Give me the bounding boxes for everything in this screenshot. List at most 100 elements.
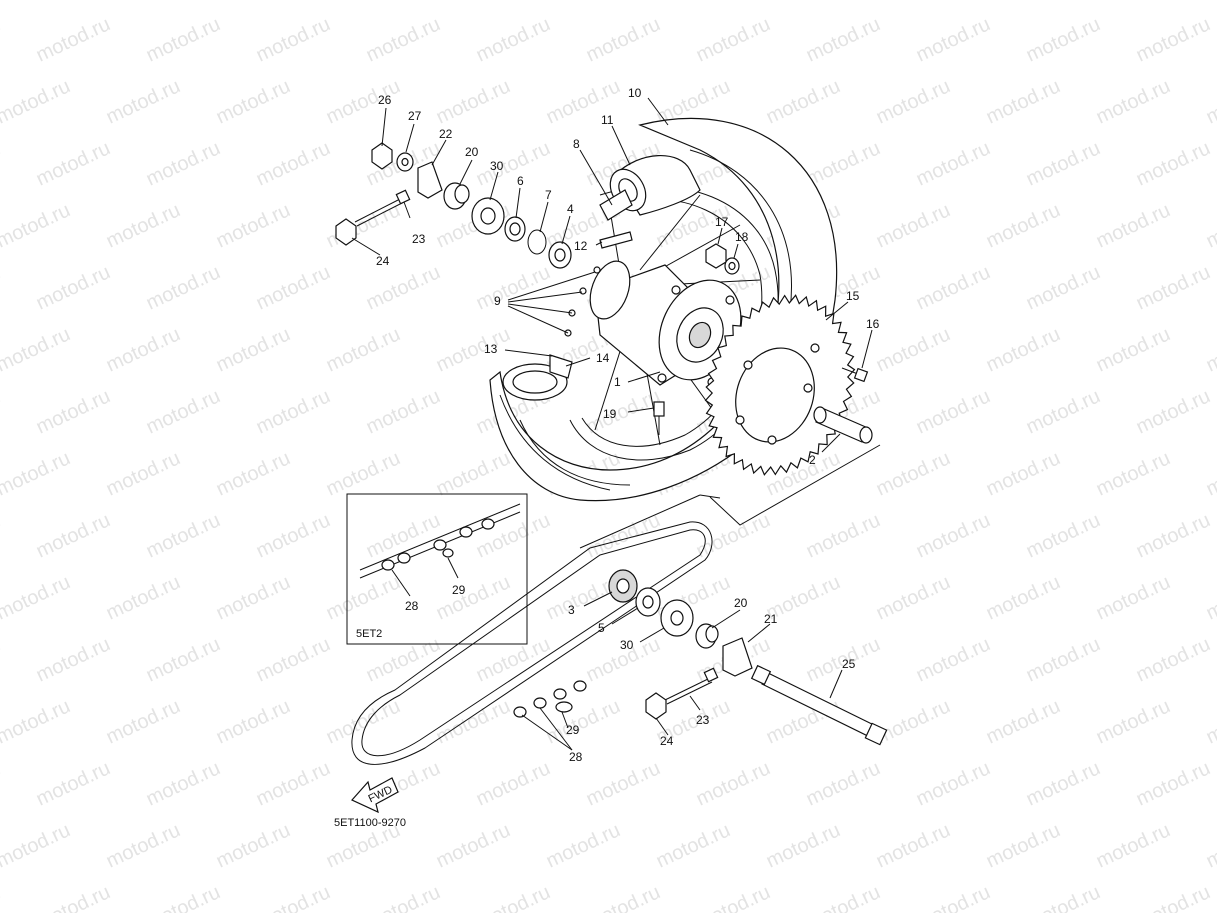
watermark-text: motod.ru bbox=[1133, 509, 1214, 562]
callout-28a: 28 bbox=[405, 599, 419, 613]
watermark-text: motod.ru bbox=[1093, 695, 1174, 748]
watermark-text: motod.ru bbox=[1093, 571, 1174, 624]
callout-10: 10 bbox=[628, 86, 642, 100]
watermark-text: motod.ru bbox=[103, 447, 184, 500]
watermark-text: motod.ru bbox=[1133, 137, 1214, 190]
watermark-text: motod.ru bbox=[103, 75, 184, 128]
watermark-text: motod.ru bbox=[433, 447, 514, 500]
callout-23a: 23 bbox=[412, 232, 426, 246]
watermark-text: motod.ru bbox=[983, 819, 1064, 872]
callout-9: 9 bbox=[494, 294, 501, 308]
watermark-text: motod.ru bbox=[323, 75, 404, 128]
watermark-text: motod.ru bbox=[1133, 633, 1214, 686]
watermark-text: motod.ru bbox=[1133, 757, 1214, 810]
watermark-text: motod.ru bbox=[0, 819, 74, 872]
watermark-text: motod.ru bbox=[0, 13, 4, 66]
callout-12: 12 bbox=[574, 239, 588, 253]
fwd-arrow-icon: FWD bbox=[351, 777, 399, 814]
callout-4: 4 bbox=[567, 202, 574, 216]
left-adjuster-bolt bbox=[335, 189, 411, 246]
watermark-text: motod.ru bbox=[143, 633, 224, 686]
right-axle-parts bbox=[608, 569, 888, 746]
watermark-text: motod.ru bbox=[1203, 199, 1217, 252]
watermark-text: motod.ru bbox=[913, 757, 994, 810]
watermark-text: motod.ru bbox=[253, 137, 334, 190]
watermark-text: motod.ru bbox=[1133, 881, 1214, 913]
watermark-text: motod.ru bbox=[913, 881, 994, 913]
watermark-text: motod.ru bbox=[913, 261, 994, 314]
callout-22: 22 bbox=[439, 127, 453, 141]
inset-box bbox=[346, 493, 528, 645]
callout-13: 13 bbox=[484, 342, 498, 356]
inset-label: 5ET2 bbox=[356, 628, 382, 640]
watermark-text: motod.ru bbox=[803, 13, 884, 66]
watermark-text: motod.ru bbox=[433, 819, 514, 872]
watermark-text: motod.ru bbox=[433, 75, 514, 128]
callout-29a: 29 bbox=[452, 583, 466, 597]
watermark-text: motod.ru bbox=[323, 0, 404, 5]
watermark-text: motod.ru bbox=[873, 0, 954, 5]
callout-15: 15 bbox=[846, 289, 860, 303]
callout-14: 14 bbox=[596, 351, 610, 365]
callout-19: 19 bbox=[603, 407, 617, 421]
watermark-text: motod.ru bbox=[583, 385, 664, 438]
watermark-text: motod.ru bbox=[0, 385, 4, 438]
watermark-text: motod.ru bbox=[1093, 819, 1174, 872]
watermark-text: motod.ru bbox=[0, 757, 4, 810]
watermark-text: motod.ru bbox=[33, 261, 114, 314]
watermark-text: motod.ru bbox=[763, 75, 844, 128]
watermark-text: motod.ru bbox=[103, 571, 184, 624]
watermark-text: motod.ru bbox=[143, 13, 224, 66]
watermark-text: motod.ru bbox=[1093, 447, 1174, 500]
watermark-text: motod.ru bbox=[763, 819, 844, 872]
watermark-text: motod.ru bbox=[213, 571, 294, 624]
callout-8: 8 bbox=[573, 137, 580, 151]
watermark-text: motod.ru bbox=[33, 757, 114, 810]
watermark-text: motod.ru bbox=[983, 447, 1064, 500]
watermark-text: motod.ru bbox=[143, 757, 224, 810]
watermark-text: motod.ru bbox=[803, 137, 884, 190]
drive-chain bbox=[351, 521, 713, 765]
watermark-text: motod.ru bbox=[983, 0, 1064, 5]
watermark-text: motod.ru bbox=[693, 509, 774, 562]
watermark-text: motod.ru bbox=[143, 137, 224, 190]
callout-18: 18 bbox=[735, 230, 749, 244]
watermark-text: motod.ru bbox=[913, 385, 994, 438]
drawing-code: 5ET1100-9270 bbox=[334, 817, 406, 829]
watermark-text: motod.ru bbox=[873, 695, 954, 748]
watermark-text: motod.ru bbox=[873, 571, 954, 624]
watermark-text: motod.ru bbox=[323, 571, 404, 624]
watermark-text: motod.ru bbox=[653, 819, 734, 872]
watermark-text: motod.ru bbox=[0, 447, 74, 500]
watermark-text: motod.ru bbox=[213, 199, 294, 252]
watermark-text: motod.ru bbox=[913, 633, 994, 686]
watermark-text: motod.ru bbox=[433, 695, 514, 748]
watermark-text: motod.ru bbox=[103, 819, 184, 872]
watermark-text: motod.ru bbox=[763, 0, 844, 5]
watermark-text: motod.ru bbox=[873, 199, 954, 252]
watermark-text: motod.ru bbox=[253, 261, 334, 314]
watermark-text: motod.ru bbox=[913, 13, 994, 66]
watermark-text: motod.ru bbox=[983, 323, 1064, 376]
watermark-text: motod.ru bbox=[1203, 695, 1217, 748]
watermark-text: motod.ru bbox=[693, 881, 774, 913]
watermark-text: motod.ru bbox=[0, 881, 4, 913]
watermark-text: motod.ru bbox=[1203, 447, 1217, 500]
watermark-text: motod.ru bbox=[253, 757, 334, 810]
watermark-text: motod.ru bbox=[103, 0, 184, 5]
watermark-text: motod.ru bbox=[583, 13, 664, 66]
watermark-text: motod.ru bbox=[653, 0, 734, 5]
watermark-text: motod.ru bbox=[803, 509, 884, 562]
callout-26: 26 bbox=[378, 93, 392, 107]
callout-3: 3 bbox=[568, 603, 575, 617]
watermark-text: motod.ru bbox=[33, 13, 114, 66]
watermark-text: motod.ru bbox=[0, 261, 4, 314]
callout-30b: 30 bbox=[620, 638, 634, 652]
watermark-text: motod.ru bbox=[363, 385, 444, 438]
watermark-text: motod.ru bbox=[543, 819, 624, 872]
watermark-text: motod.ru bbox=[363, 881, 444, 913]
watermark-text: motod.ru bbox=[473, 137, 554, 190]
callout-6: 6 bbox=[517, 174, 524, 188]
watermark-text: motod.ru bbox=[543, 0, 624, 5]
watermark-text: motod.ru bbox=[1093, 75, 1174, 128]
